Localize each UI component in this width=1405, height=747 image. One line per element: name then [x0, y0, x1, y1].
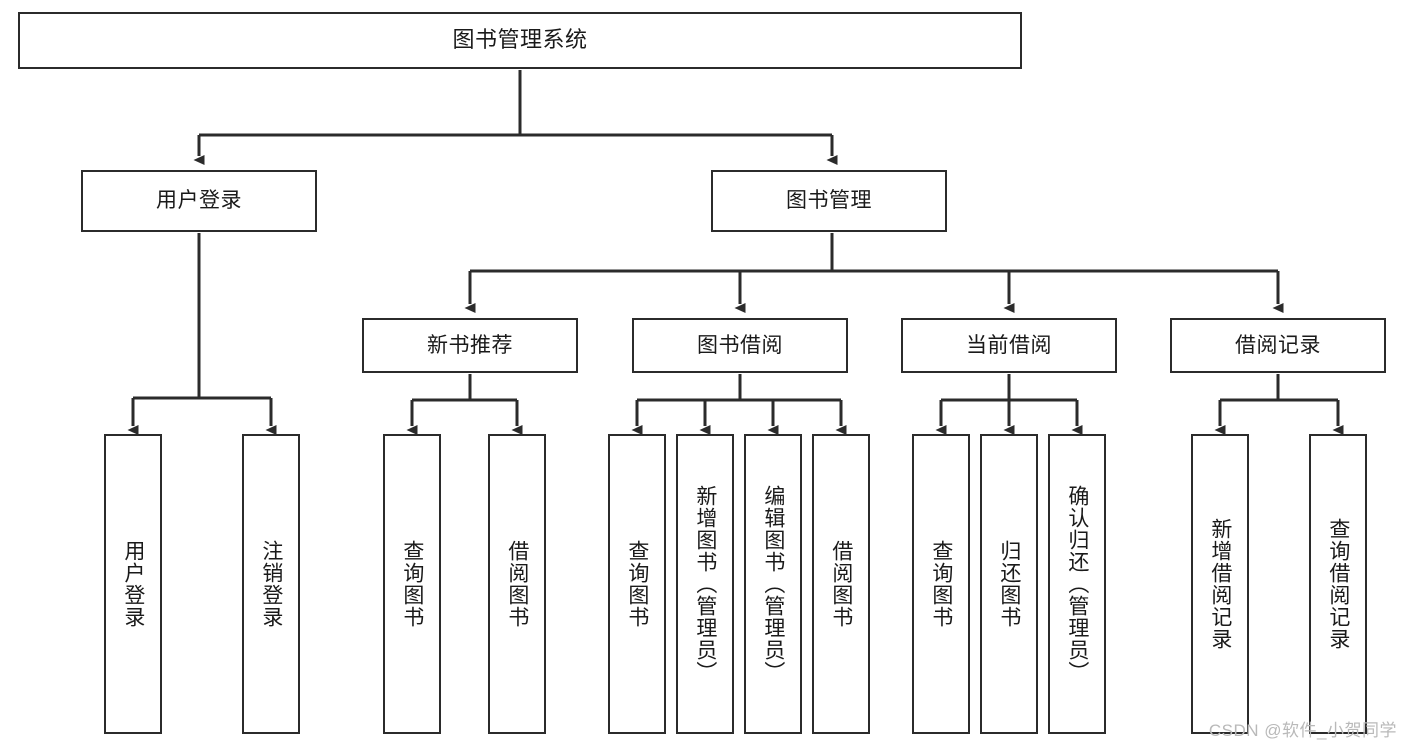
node-label: 借阅图书 [505, 540, 529, 628]
leaf-recommend-query-book[interactable]: 查询图书 [383, 434, 441, 734]
leaf-user-login-login[interactable]: 用户登录 [104, 434, 162, 734]
leaf-record-query-record[interactable]: 查询借阅记录 [1309, 434, 1367, 734]
leaf-borrow-edit-book-admin[interactable]: 编辑图书（管理员） [744, 434, 802, 734]
leaf-record-add-record[interactable]: 新增借阅记录 [1191, 434, 1249, 734]
node-label: 查询图书 [400, 540, 424, 628]
node-book-borrow[interactable]: 图书借阅 [632, 318, 848, 373]
leaf-borrow-query-book[interactable]: 查询图书 [608, 434, 666, 734]
node-label: 归还图书 [997, 540, 1021, 628]
node-new-book-recommend[interactable]: 新书推荐 [362, 318, 578, 373]
node-label: 编辑图书（管理员） [761, 485, 785, 683]
node-label: 查询图书 [929, 540, 953, 628]
leaf-current-confirm-return-admin[interactable]: 确认归还（管理员） [1048, 434, 1106, 734]
node-label: 查询借阅记录 [1326, 518, 1350, 650]
leaf-borrow-borrow-book[interactable]: 借阅图书 [812, 434, 870, 734]
node-label: 图书管理系统 [452, 27, 588, 53]
node-user-login[interactable]: 用户登录 [81, 170, 317, 232]
leaf-current-query-book[interactable]: 查询图书 [912, 434, 970, 734]
leaf-recommend-borrow-book[interactable]: 借阅图书 [488, 434, 546, 734]
node-label: 查询图书 [625, 540, 649, 628]
node-label: 新书推荐 [427, 333, 513, 357]
node-label: 用户登录 [156, 189, 242, 213]
watermark-text: CSDN @软件_小贺同学 [1208, 721, 1397, 740]
node-borrow-record[interactable]: 借阅记录 [1170, 318, 1386, 373]
node-label: 当前借阅 [966, 333, 1052, 357]
leaf-borrow-add-book-admin[interactable]: 新增图书（管理员） [676, 434, 734, 734]
node-current-borrow[interactable]: 当前借阅 [901, 318, 1117, 373]
node-label: 借阅图书 [829, 540, 853, 628]
node-label: 借阅记录 [1235, 333, 1321, 357]
node-book-management[interactable]: 图书管理 [711, 170, 947, 232]
node-label: 用户登录 [121, 540, 145, 628]
node-root-system[interactable]: 图书管理系统 [18, 12, 1022, 69]
node-label: 新增借阅记录 [1208, 518, 1232, 650]
node-label: 图书借阅 [697, 333, 783, 357]
leaf-current-return-book[interactable]: 归还图书 [980, 434, 1038, 734]
node-label: 确认归还（管理员） [1065, 485, 1089, 683]
node-label: 注销登录 [259, 540, 283, 628]
leaf-user-login-logout[interactable]: 注销登录 [242, 434, 300, 734]
node-label: 新增图书（管理员） [693, 485, 717, 683]
node-label: 图书管理 [786, 189, 872, 213]
